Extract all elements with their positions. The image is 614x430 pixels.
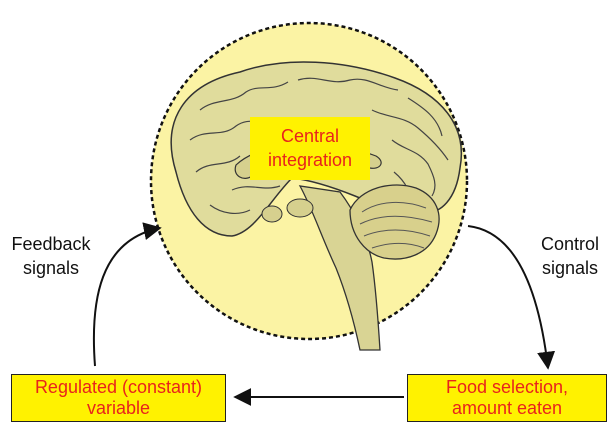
central-line-1: Central (281, 126, 339, 146)
regulated-line-1: Regulated (constant) (12, 377, 225, 398)
feedback-signals-label: Feedback signals (6, 232, 96, 280)
control-label-line-2: signals (530, 256, 610, 280)
control-signals-label: Control signals (530, 232, 610, 280)
feedback-arrow (94, 228, 160, 366)
central-line-2: integration (268, 150, 352, 170)
control-label-line-1: Control (530, 232, 610, 256)
regulated-line-2: variable (12, 398, 225, 419)
pituitary-region (262, 206, 282, 222)
food-selection-box: Food selection, amount eaten (407, 374, 607, 422)
food-line-2: amount eaten (408, 398, 606, 419)
regulated-variable-box: Regulated (constant) variable (11, 374, 226, 422)
hypothalamus-region (287, 199, 313, 217)
feedback-label-line-1: Feedback (6, 232, 96, 256)
feedback-label-line-2: signals (6, 256, 96, 280)
food-line-1: Food selection, (408, 377, 606, 398)
